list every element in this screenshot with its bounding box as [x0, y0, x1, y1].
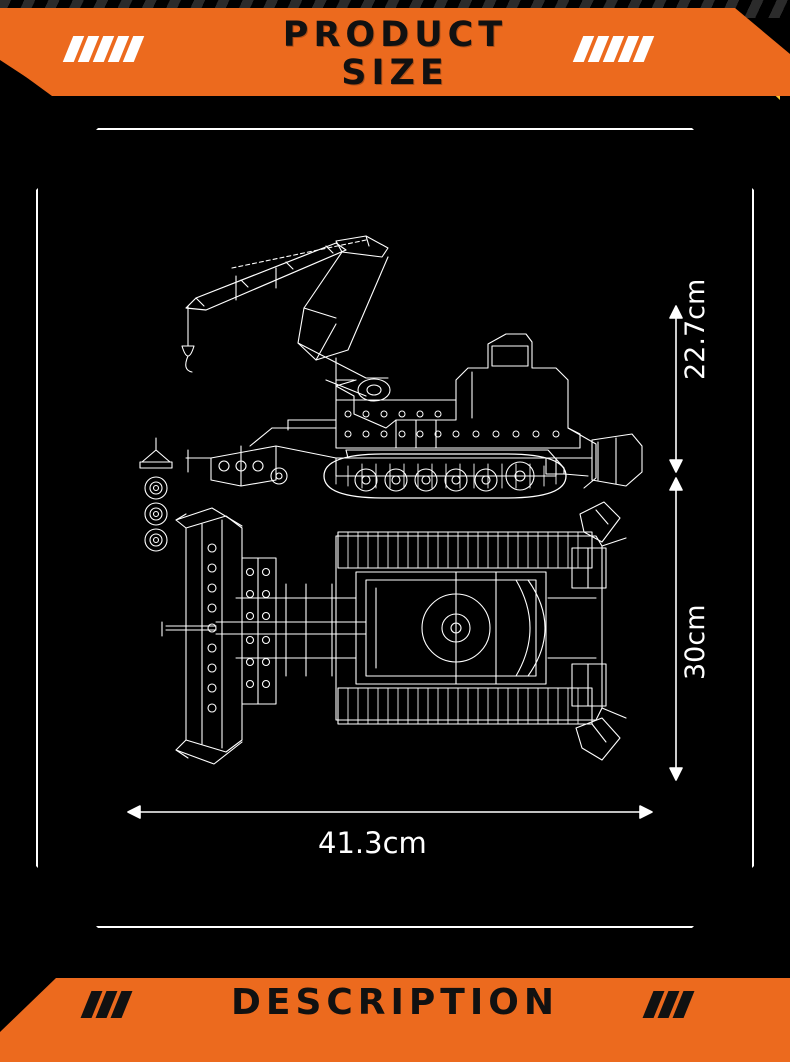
page-title-line1: PRODUCT	[282, 15, 508, 55]
dimension-height-side: 22.7cm	[680, 278, 711, 380]
page-title: PRODUCT SIZE	[0, 16, 790, 92]
dimension-width: 41.3cm	[318, 826, 427, 860]
section-title-description: DESCRIPTION	[230, 982, 559, 1023]
dimension-height-top: 30cm	[680, 604, 711, 680]
page-title-line2: SIZE	[341, 53, 449, 93]
product-size-diagram	[127, 235, 683, 819]
diagram-frame	[36, 128, 754, 928]
top-banner: PRODUCT SIZE	[0, 0, 790, 103]
